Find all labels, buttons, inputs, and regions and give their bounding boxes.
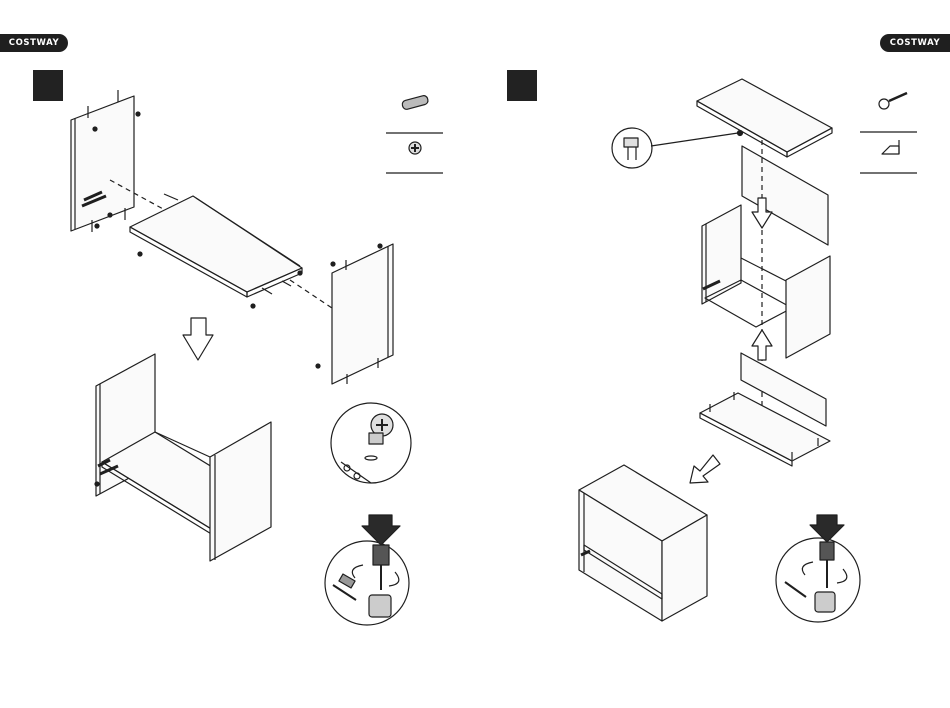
left-side-panel: [71, 90, 140, 232]
hardware-legend-right: [860, 93, 917, 173]
screwdriver-detail-right: [776, 515, 860, 622]
screwdriver-detail-left: [325, 515, 409, 625]
hardware-legend-left: [386, 95, 443, 173]
bracket-detail: [612, 128, 738, 168]
left-page-exploded-view: [71, 90, 443, 625]
right-page-exploded-view: [579, 79, 917, 622]
dowel-icon: [401, 95, 428, 110]
arrow-up-icon: [752, 330, 772, 360]
bottom-board: [130, 194, 302, 308]
top-board: [697, 79, 832, 157]
arrow-down-icon: [183, 318, 213, 360]
assembled-cabinet: [579, 465, 707, 621]
screw-icon: [879, 93, 907, 109]
assembled-carcass-left: [95, 354, 271, 561]
right-side-panel: [316, 244, 393, 384]
cam-lock-detail: [331, 403, 411, 483]
back-panel: [742, 146, 828, 245]
arrow-diagonal-icon: [690, 455, 720, 483]
corner-bracket-icon: [882, 146, 899, 154]
